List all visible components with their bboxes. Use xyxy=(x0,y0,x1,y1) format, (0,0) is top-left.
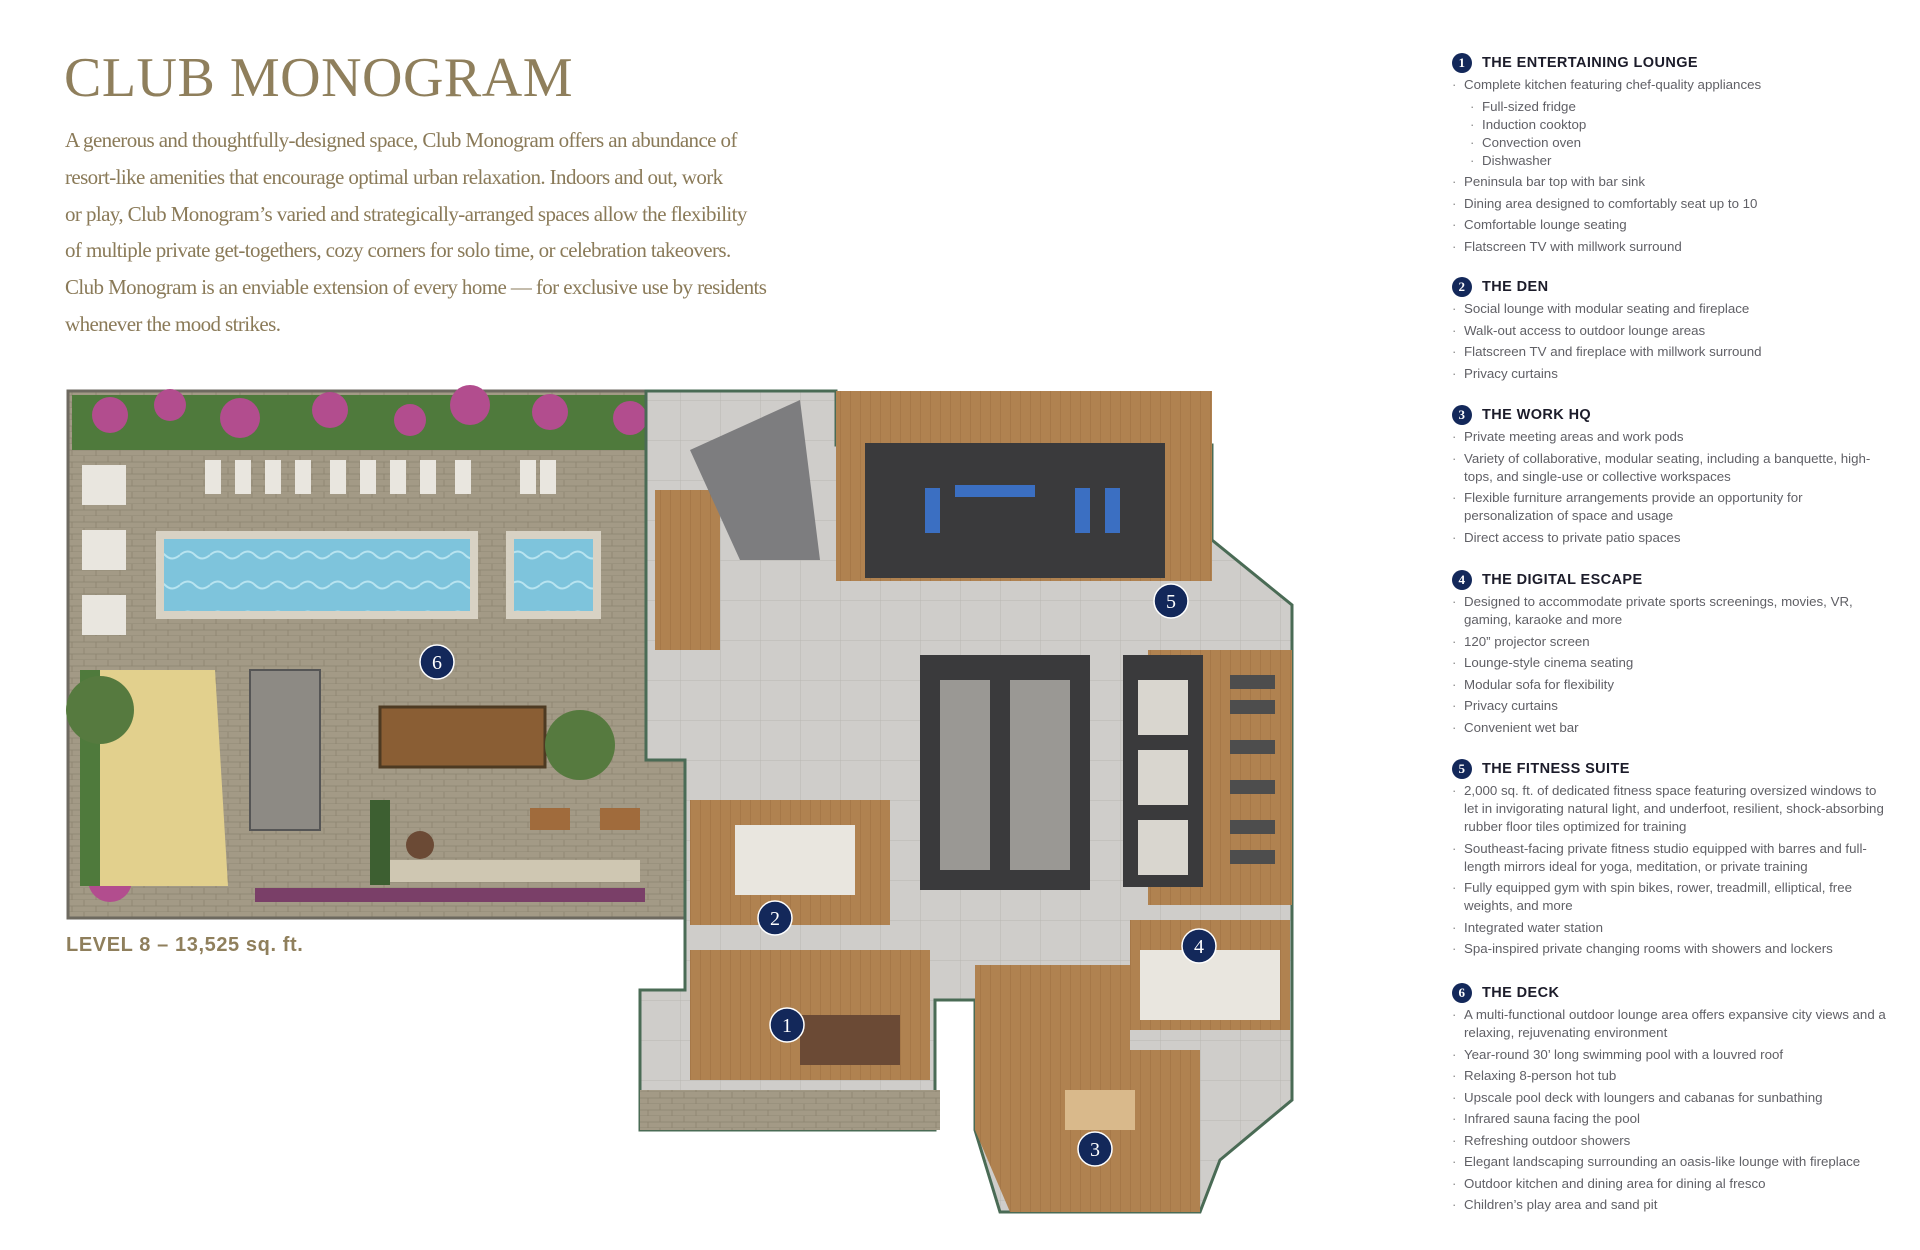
feature-list: Designed to accommodate private sports s… xyxy=(1452,593,1892,737)
plan-marker-3: 3 xyxy=(1077,1131,1113,1167)
svg-text:1: 1 xyxy=(782,1015,792,1037)
feature-item: Privacy curtains xyxy=(1452,697,1892,715)
section-title: THE WORK HQ xyxy=(1482,407,1592,423)
feature-item: A multi-functional outdoor lounge area o… xyxy=(1452,1006,1892,1042)
work-hq-room xyxy=(975,965,1200,1212)
level-area-label: LEVEL 8 – 13,525 sq. ft. xyxy=(66,934,304,956)
feature-item: Lounge-style cinema seating xyxy=(1452,654,1892,672)
feature-item: Integrated water station xyxy=(1452,919,1892,937)
amenity-section: 4 THE DIGITAL ESCAPE Designed to accommoda… xyxy=(1452,570,1892,740)
feature-item: 2,000 sq. ft. of dedicated fitness space… xyxy=(1452,782,1892,836)
feature-item: Refreshing outdoor showers xyxy=(1452,1132,1892,1150)
feature-subitem: Induction cooktop xyxy=(1452,116,1892,134)
feature-item: Dining area designed to comfortably seat… xyxy=(1452,195,1892,213)
svg-text:3: 3 xyxy=(1090,1139,1100,1161)
feature-list: 2,000 sq. ft. of dedicated fitness space… xyxy=(1452,782,1892,958)
feature-item: Elegant landscaping surrounding an oasis… xyxy=(1452,1153,1892,1171)
feature-subitem: Dishwasher xyxy=(1452,152,1892,170)
feature-list: Complete kitchen featuring chef-quality … xyxy=(1452,76,1892,256)
section-heading: 4 THE DIGITAL ESCAPE xyxy=(1452,570,1892,590)
plan-marker-6: 6 xyxy=(419,644,455,680)
section-title: THE DEN xyxy=(1482,279,1549,295)
amenity-section: 2 THE DEN Social lounge with modular seati… xyxy=(1452,277,1892,386)
amenity-section: 6 THE DECK A multi-functional outdoor loun… xyxy=(1452,983,1892,1218)
section-title: THE DIGITAL ESCAPE xyxy=(1482,572,1643,588)
section-title: THE FITNESS SUITE xyxy=(1482,761,1630,777)
feature-item: Convenient wet bar xyxy=(1452,719,1892,737)
feature-item: 120” projector screen xyxy=(1452,633,1892,651)
feature-item: Flatscreen TV and fireplace with millwor… xyxy=(1452,343,1892,361)
feature-subitem: Convection oven xyxy=(1452,134,1892,152)
feature-item: Flexible furniture arrangements provide … xyxy=(1452,489,1892,525)
feature-item: Peninsula bar top with bar sink xyxy=(1452,173,1892,191)
intro-line: A generous and thoughtfully-designed spa… xyxy=(65,128,737,152)
indoor-amenity-floor xyxy=(638,389,1294,1214)
plan-marker-5: 5 xyxy=(1153,583,1189,619)
svg-text:4: 4 xyxy=(1194,936,1204,958)
plan-marker-4: 4 xyxy=(1181,928,1217,964)
plan-marker-2: 2 xyxy=(757,900,793,936)
section-number-badge: 1 xyxy=(1452,53,1472,73)
amenity-section: 3 THE WORK HQ Private meeting areas and wo… xyxy=(1452,405,1892,550)
intro-line: of multiple private get-togethers, cozy … xyxy=(65,238,731,263)
amenity-section: 5 THE FITNESS SUITE 2,000 sq. ft. of dedic… xyxy=(1452,759,1892,962)
section-heading: 3 THE WORK HQ xyxy=(1452,405,1892,425)
feature-item: Privacy curtains xyxy=(1452,365,1892,383)
feature-item: Fully equipped gym with spin bikes, rowe… xyxy=(1452,879,1892,915)
svg-text:5: 5 xyxy=(1166,591,1176,613)
section-title: THE DECK xyxy=(1482,985,1560,1001)
feature-subitem: Full-sized fridge xyxy=(1452,98,1892,116)
swimming-pool xyxy=(156,531,478,619)
section-number-badge: 5 xyxy=(1452,759,1472,779)
feature-item: Spa-inspired private changing rooms with… xyxy=(1452,940,1892,958)
feature-item: Private meeting areas and work pods xyxy=(1452,428,1892,446)
feature-list: Private meeting areas and work podsVarie… xyxy=(1452,428,1892,547)
feature-item: Flatscreen TV with millwork surround xyxy=(1452,238,1892,256)
intro-line: or play, Club Monogram’s varied and stra… xyxy=(65,201,747,226)
outdoor-fireplace-lounge xyxy=(378,705,547,769)
feature-item: Infrared sauna facing the pool xyxy=(1452,1110,1892,1128)
feature-item: Year-round 30’ long swimming pool with a… xyxy=(1452,1046,1892,1064)
section-heading: 6 THE DECK xyxy=(1452,983,1892,1003)
feature-item: Modular sofa for flexibility xyxy=(1452,676,1892,694)
svg-text:6: 6 xyxy=(432,652,442,674)
intro-paragraph: A generous and thoughtfully-designed spa… xyxy=(65,122,885,343)
feature-item: Designed to accommodate private sports s… xyxy=(1452,593,1892,629)
feature-item: Complete kitchen featuring chef-quality … xyxy=(1452,76,1892,94)
section-heading: 2 THE DEN xyxy=(1452,277,1892,297)
svg-text:2: 2 xyxy=(770,908,780,930)
intro-line: whenever the mood strikes. xyxy=(65,311,281,336)
amenity-section: 1 THE ENTERTAINING LOUNGE Complete kitchen… xyxy=(1452,53,1892,259)
feature-item: Variety of collaborative, modular seatin… xyxy=(1452,450,1892,486)
feature-item: Social lounge with modular seating and f… xyxy=(1452,300,1892,318)
section-number-badge: 4 xyxy=(1452,570,1472,590)
section-number-badge: 3 xyxy=(1452,405,1472,425)
hot-tub xyxy=(506,531,601,619)
section-heading: 5 THE FITNESS SUITE xyxy=(1452,759,1892,779)
feature-item: Outdoor kitchen and dining area for dini… xyxy=(1452,1175,1892,1193)
feature-item: Direct access to private patio spaces xyxy=(1452,529,1892,547)
feature-item: Southeast-facing private fitness studio … xyxy=(1452,840,1892,876)
feature-list: Social lounge with modular seating and f… xyxy=(1452,300,1892,383)
feature-list: A multi-functional outdoor lounge area o… xyxy=(1452,1006,1892,1214)
feature-item: Relaxing 8-person hot tub xyxy=(1452,1067,1892,1085)
section-number-badge: 2 xyxy=(1452,277,1472,297)
section-title: THE ENTERTAINING LOUNGE xyxy=(1482,55,1698,71)
plan-marker-1: 1 xyxy=(769,1007,805,1043)
feature-item: Walk-out access to outdoor lounge areas xyxy=(1452,322,1892,340)
feature-item: Comfortable lounge seating xyxy=(1452,216,1892,234)
feature-item: Children’s play area and sand pit xyxy=(1452,1196,1892,1214)
feature-item: Upscale pool deck with loungers and caba… xyxy=(1452,1089,1892,1107)
section-heading: 1 THE ENTERTAINING LOUNGE xyxy=(1452,53,1892,73)
page-title: CLUB MONOGRAM xyxy=(64,47,573,109)
section-number-badge: 6 xyxy=(1452,983,1472,1003)
intro-line: resort-like amenities that encourage opt… xyxy=(65,164,723,189)
intro-line: Club Monogram is an enviable extension o… xyxy=(65,275,767,300)
